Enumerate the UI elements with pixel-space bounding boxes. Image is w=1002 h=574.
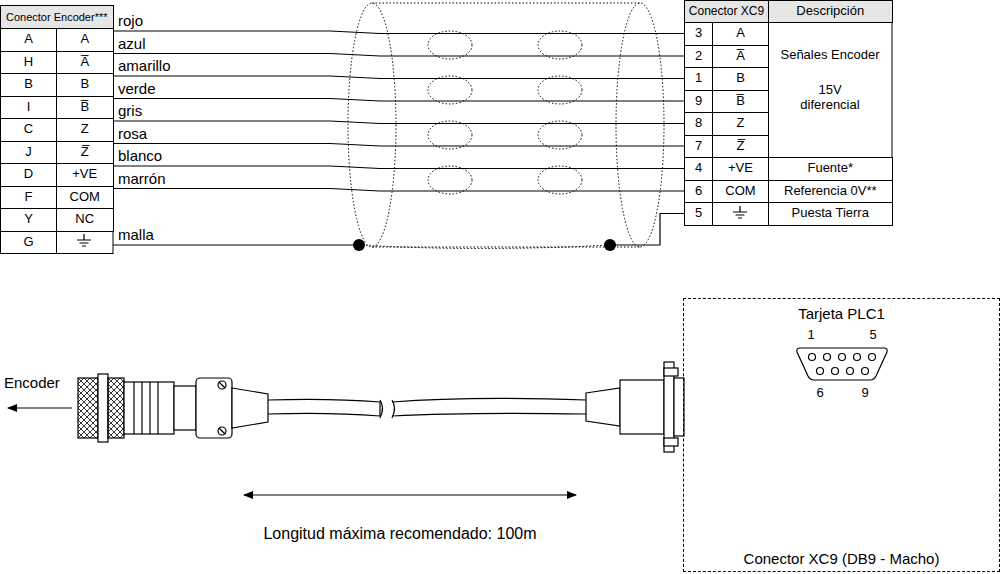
- wire-color: verde: [118, 80, 208, 98]
- wire: [113, 54, 684, 57]
- pin-letter: I: [0, 96, 57, 120]
- shield-wire: [610, 214, 684, 246]
- description: 15V diferencial: [790, 78, 870, 118]
- wire-color: marrón: [118, 170, 208, 188]
- description: Fuente*: [768, 157, 893, 181]
- pin-number: 6: [813, 385, 827, 401]
- wire: [113, 144, 684, 147]
- wire-color: blanco: [118, 147, 208, 165]
- pin-number: 5: [684, 202, 713, 226]
- wire: [113, 121, 684, 124]
- wire-color: gris: [118, 102, 208, 120]
- pin-number: 3: [684, 22, 713, 46]
- wire-color: azul: [118, 35, 208, 53]
- pin-number: 5: [866, 327, 880, 343]
- pin-number: 4: [684, 157, 713, 181]
- pin-number: 2: [684, 45, 713, 69]
- wire-color: amarillo: [118, 57, 208, 75]
- table-header: Conector Encoder***: [0, 5, 114, 29]
- table-header: Conector XC9: [684, 0, 769, 23]
- ground-cell: [57, 231, 114, 254]
- ground-symbol: [77, 234, 91, 246]
- description: Puesta Tierra: [768, 202, 893, 226]
- pin-letter: C: [0, 118, 57, 142]
- wire-color: rojo: [118, 12, 208, 30]
- pin-letter: D: [0, 163, 57, 187]
- description: Señales Encoder: [770, 44, 890, 66]
- pin-letter: F: [0, 186, 57, 210]
- pin-letter: H: [0, 51, 57, 75]
- signal-name: Z̅: [56, 141, 114, 165]
- signal-name: B̅: [56, 96, 114, 120]
- signal-name: COM: [56, 186, 114, 210]
- shield-drain: [359, 245, 610, 249]
- wire: [113, 99, 684, 102]
- connector-caption: Conector XC9 (DB9 - Macho): [684, 550, 999, 567]
- signal-name: A̅: [712, 45, 769, 69]
- pin-number: 1: [804, 327, 818, 343]
- pin-number: 7: [684, 135, 713, 159]
- db9-connector: [797, 348, 887, 380]
- pin-number: 8: [684, 112, 713, 136]
- pin-letter: G: [0, 231, 57, 255]
- signal-name: B: [712, 67, 769, 91]
- card-title: Tarjeta PLC1: [684, 305, 999, 322]
- ground-cell: [713, 203, 769, 226]
- signal-name: Z: [712, 112, 769, 136]
- cable-shield-outline: [348, 3, 664, 247]
- description: Referencia 0V**: [768, 180, 893, 204]
- signal-name: B̅: [712, 90, 769, 114]
- signal-name: Z: [56, 118, 114, 142]
- pin-number: 9: [858, 385, 872, 401]
- pin-letter: B: [0, 73, 57, 97]
- description-cell: [768, 23, 892, 158]
- signal-name: A̅: [56, 51, 114, 75]
- signal-name: +VE: [712, 157, 769, 181]
- wire-color: malla: [118, 226, 208, 244]
- wire-color: rosa: [118, 125, 208, 143]
- signal-name: COM: [712, 180, 769, 204]
- device-label: Encoder: [4, 372, 84, 394]
- pin-letter: A: [0, 28, 57, 52]
- ground-symbol: [733, 206, 747, 218]
- ground-symbols: [77, 206, 747, 246]
- pin-number: 9: [684, 90, 713, 114]
- pin-letter: Y: [0, 208, 57, 232]
- signal-name: A: [56, 28, 114, 52]
- wires: [113, 31, 684, 251]
- signal-name: B: [56, 73, 114, 97]
- table-header: Descripción: [768, 0, 893, 23]
- signal-name: Z̅: [712, 135, 769, 159]
- pin-number: 6: [684, 180, 713, 204]
- shield-wire: [113, 244, 355, 245]
- pin-letter: J: [0, 141, 57, 165]
- wire: [113, 31, 684, 34]
- signal-name: NC: [56, 208, 114, 232]
- signal-name: A: [712, 22, 769, 46]
- wire: [113, 166, 684, 169]
- wire: [113, 76, 684, 79]
- cable-illustration: [8, 362, 684, 495]
- pin-number: 1: [684, 67, 713, 91]
- dimension-label: Longitud máxima recomendado: 100m: [215, 522, 585, 546]
- pcb-card-box: Tarjeta PLC1Conector XC9 (DB9 - Macho): [683, 298, 1000, 572]
- wire: [113, 189, 684, 192]
- signal-name: +VE: [56, 163, 114, 187]
